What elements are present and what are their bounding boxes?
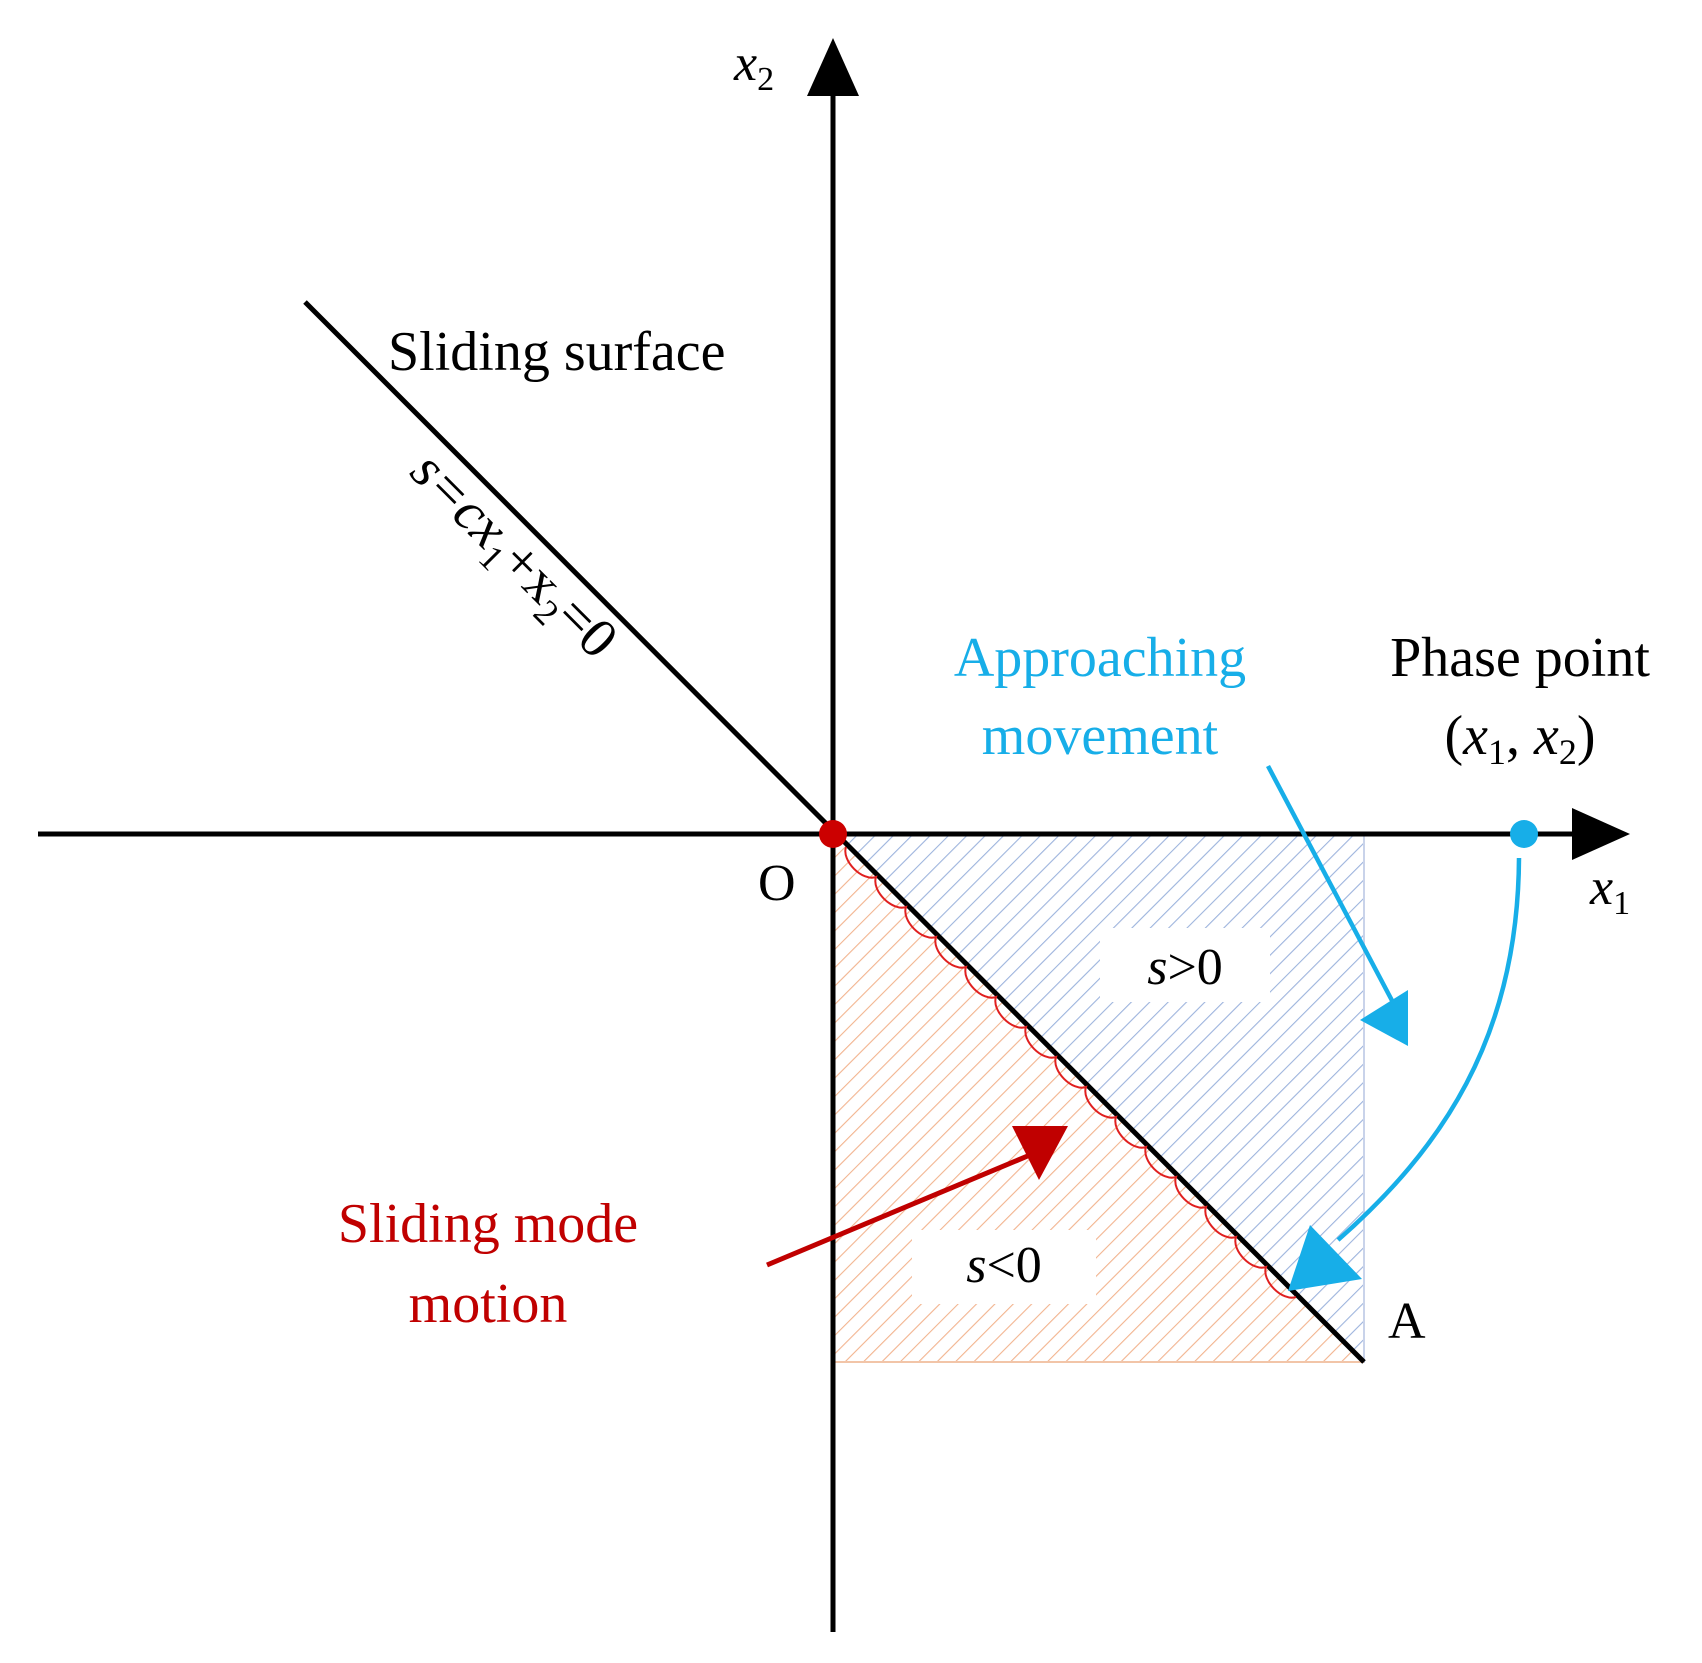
s-positive-label: s>0 bbox=[1147, 939, 1223, 996]
phase-point-label-line1: Phase point bbox=[1390, 627, 1650, 689]
x-axis-arrowhead bbox=[1572, 808, 1630, 860]
s-negative-label-bg bbox=[912, 1230, 1096, 1304]
s-negative-label: s<0 bbox=[966, 1237, 1042, 1294]
x2-axis-label: x2 bbox=[733, 35, 774, 98]
approaching-arrow-line bbox=[1266, 764, 1399, 1012]
phase-trajectory-curve bbox=[1336, 857, 1522, 1242]
s-positive-label-bg bbox=[1100, 928, 1270, 1002]
phase-point-label-line2: (x1, x2) bbox=[1444, 705, 1595, 772]
approaching-label-line2: movement bbox=[982, 705, 1219, 767]
origin-point bbox=[819, 820, 847, 848]
sliding-mode-label-line2: motion bbox=[409, 1273, 568, 1335]
approaching-label-line1: Approaching bbox=[954, 627, 1246, 689]
x2-axis-arrowhead bbox=[807, 38, 859, 96]
sliding-mode-arrow-line bbox=[766, 1152, 1031, 1268]
origin-label: O bbox=[758, 855, 796, 912]
phase-trajectory-arrowhead bbox=[1288, 1225, 1362, 1291]
sliding-mode-label-line1: Sliding mode bbox=[338, 1193, 638, 1255]
sliding-surface-equation: s=cx1+x2=0 bbox=[394, 439, 630, 675]
phase-point-marker bbox=[1510, 820, 1538, 848]
approaching-arrowhead bbox=[1360, 990, 1408, 1046]
sliding-surface-label: Sliding surface bbox=[388, 321, 725, 383]
sliding-mode-chatter-wave bbox=[844, 846, 1297, 1299]
x1-axis-label: x1 bbox=[1589, 859, 1630, 922]
point-a-label: A bbox=[1388, 1293, 1426, 1350]
sliding-mode-arrowhead bbox=[1012, 1126, 1068, 1180]
